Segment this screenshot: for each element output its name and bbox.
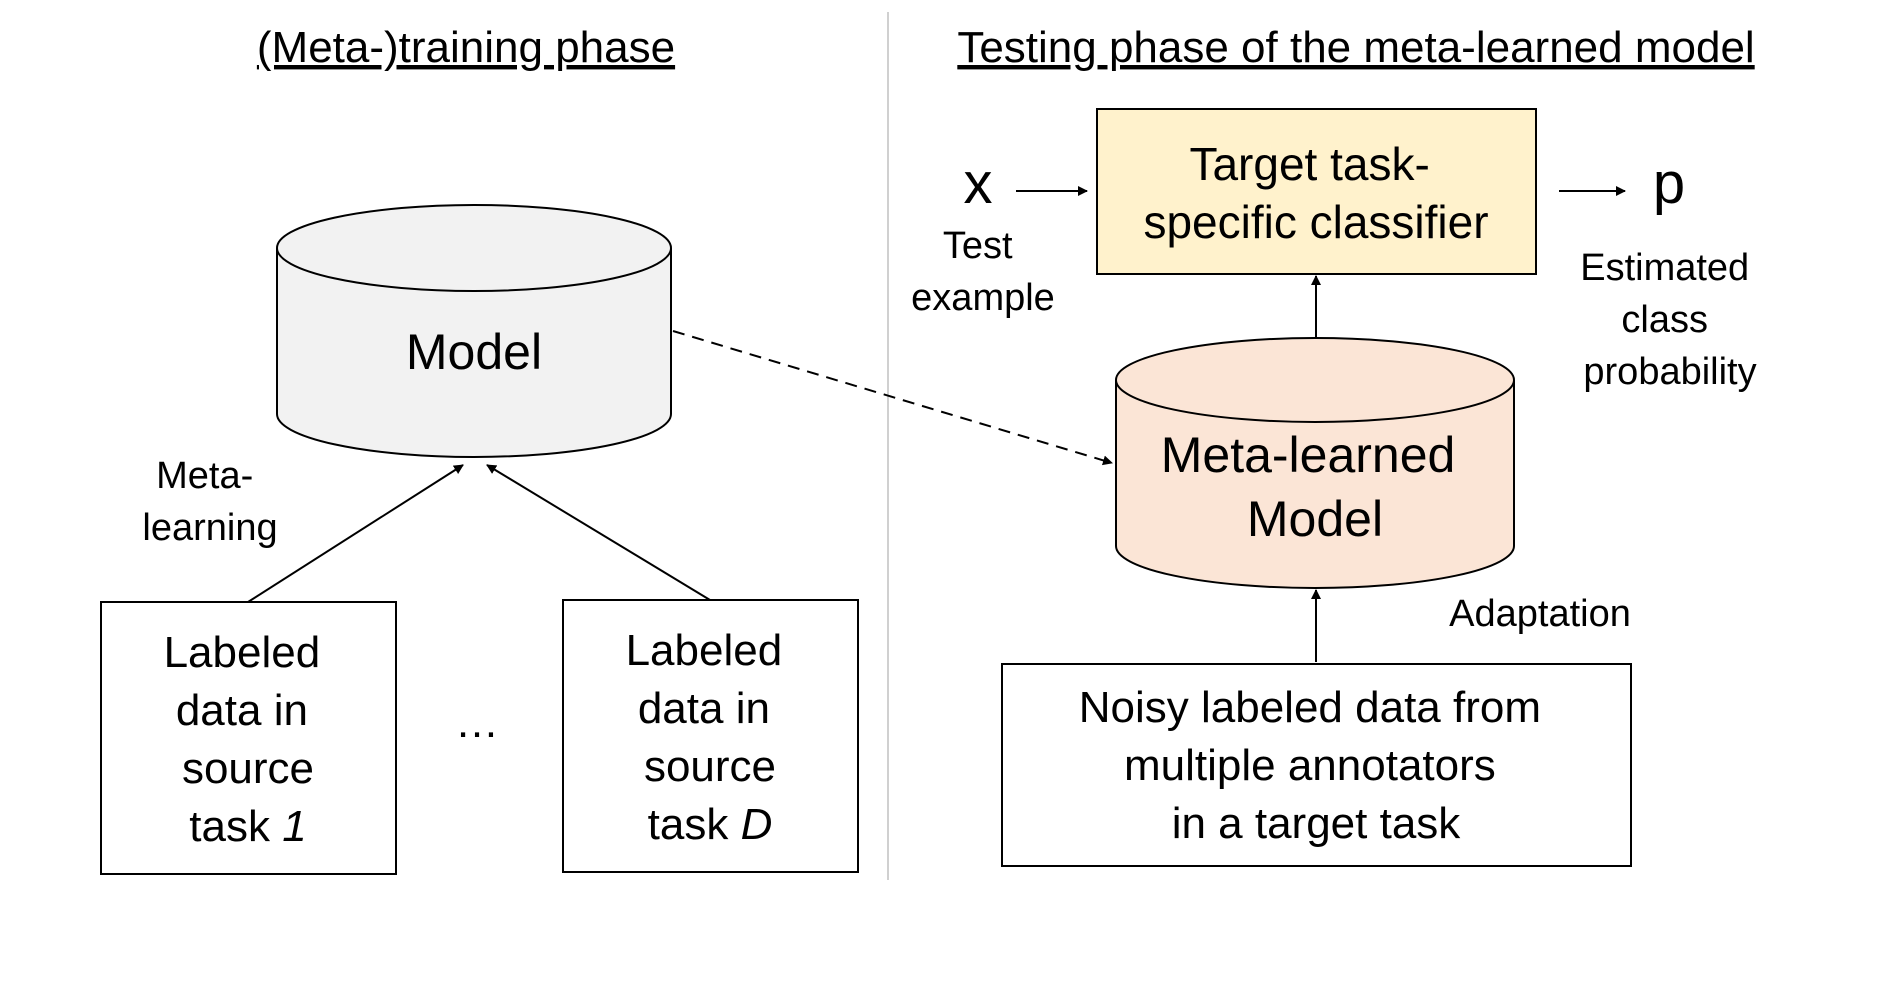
estimated-prob-line-2: class — [1621, 299, 1708, 341]
input-x-symbol: x — [964, 151, 993, 216]
test-example-line-1: Test — [943, 225, 1013, 267]
source-task-d-line-2: data in — [638, 684, 770, 733]
arrow-task1-to-model — [247, 464, 464, 603]
noisy-data-label: Noisy labeled data from multiple annotat… — [1079, 683, 1553, 848]
arrow-taskd-to-model — [486, 464, 711, 601]
meta-model-line-1: Meta-learned — [1161, 427, 1456, 483]
source-task-d-last-line: task D — [648, 800, 773, 849]
meta-model-label: Meta-learned Model — [1161, 427, 1470, 547]
training-phase-title: (Meta-)training phase — [257, 23, 675, 72]
noisy-data-box: Noisy labeled data from multiple annotat… — [1001, 663, 1632, 867]
noisy-data-line-2: multiple annotators — [1124, 741, 1496, 790]
adaptation-label: Adaptation — [1449, 593, 1631, 635]
model-cylinder-top — [276, 204, 672, 292]
source-task-d-box: Labeled data in source task D — [562, 599, 859, 873]
source-task-d-line-1: Labeled — [626, 626, 783, 675]
noisy-data-line-1: Noisy labeled data from — [1079, 683, 1541, 732]
source-task-d-line-3: source — [644, 742, 776, 791]
source-task-d-rect — [562, 599, 859, 873]
model-cylinder-body — [276, 248, 672, 458]
model-label: Model — [406, 324, 542, 380]
source-task-1-line-1: Labeled — [164, 628, 321, 677]
test-example-line-2: example — [911, 277, 1055, 319]
model-cylinder: Model — [276, 204, 672, 458]
meta-model-line-2: Model — [1247, 491, 1383, 547]
estimated-prob-line-1: Estimated — [1580, 247, 1749, 289]
classifier-label: Target task- specific classifier — [1143, 138, 1488, 248]
estimated-prob-line-3: probability — [1583, 351, 1756, 393]
source-task-d-label: Labeled data in source — [626, 626, 795, 791]
meta-learning-line-1: Meta- — [156, 455, 253, 497]
meta-model-cylinder-top — [1115, 337, 1515, 423]
output-p-symbol: p — [1653, 151, 1685, 216]
source-task-d-task-word: task — [648, 800, 741, 849]
source-task-1-box: Labeled data in source task 1 — [100, 601, 397, 875]
meta-learning-label: Meta- learning — [142, 455, 277, 549]
source-task-d-index: D — [741, 800, 773, 849]
source-task-1-label: Labeled data in source — [164, 628, 333, 793]
source-task-1-rect — [100, 601, 397, 875]
meta-learned-model-cylinder: Meta-learned Model — [1115, 337, 1515, 589]
classifier-rect — [1096, 108, 1537, 275]
dashed-transfer-arrow — [672, 330, 1113, 466]
source-task-1-line-3: source — [182, 744, 314, 793]
classifier-line-2: specific classifier — [1143, 196, 1488, 248]
test-example-label: Test example — [911, 225, 1055, 319]
source-task-1-task-word: task — [189, 802, 282, 851]
source-task-1-index: 1 — [282, 802, 306, 851]
testing-phase-title: Testing phase of the meta-learned model — [957, 23, 1754, 72]
noisy-data-line-3: in a target task — [1172, 799, 1462, 848]
meta-learning-line-2: learning — [142, 507, 277, 549]
estimated-probability-label: Estimated class probability — [1580, 247, 1760, 393]
classifier-box: Target task- specific classifier — [1096, 108, 1537, 275]
ellipsis: … — [455, 698, 499, 747]
classifier-line-1: Target task- — [1189, 138, 1429, 190]
noisy-data-rect — [1001, 663, 1632, 867]
meta-model-cylinder-body — [1115, 380, 1515, 589]
source-task-1-line-2: data in — [176, 686, 308, 735]
source-task-1-last-line: task 1 — [189, 802, 306, 851]
